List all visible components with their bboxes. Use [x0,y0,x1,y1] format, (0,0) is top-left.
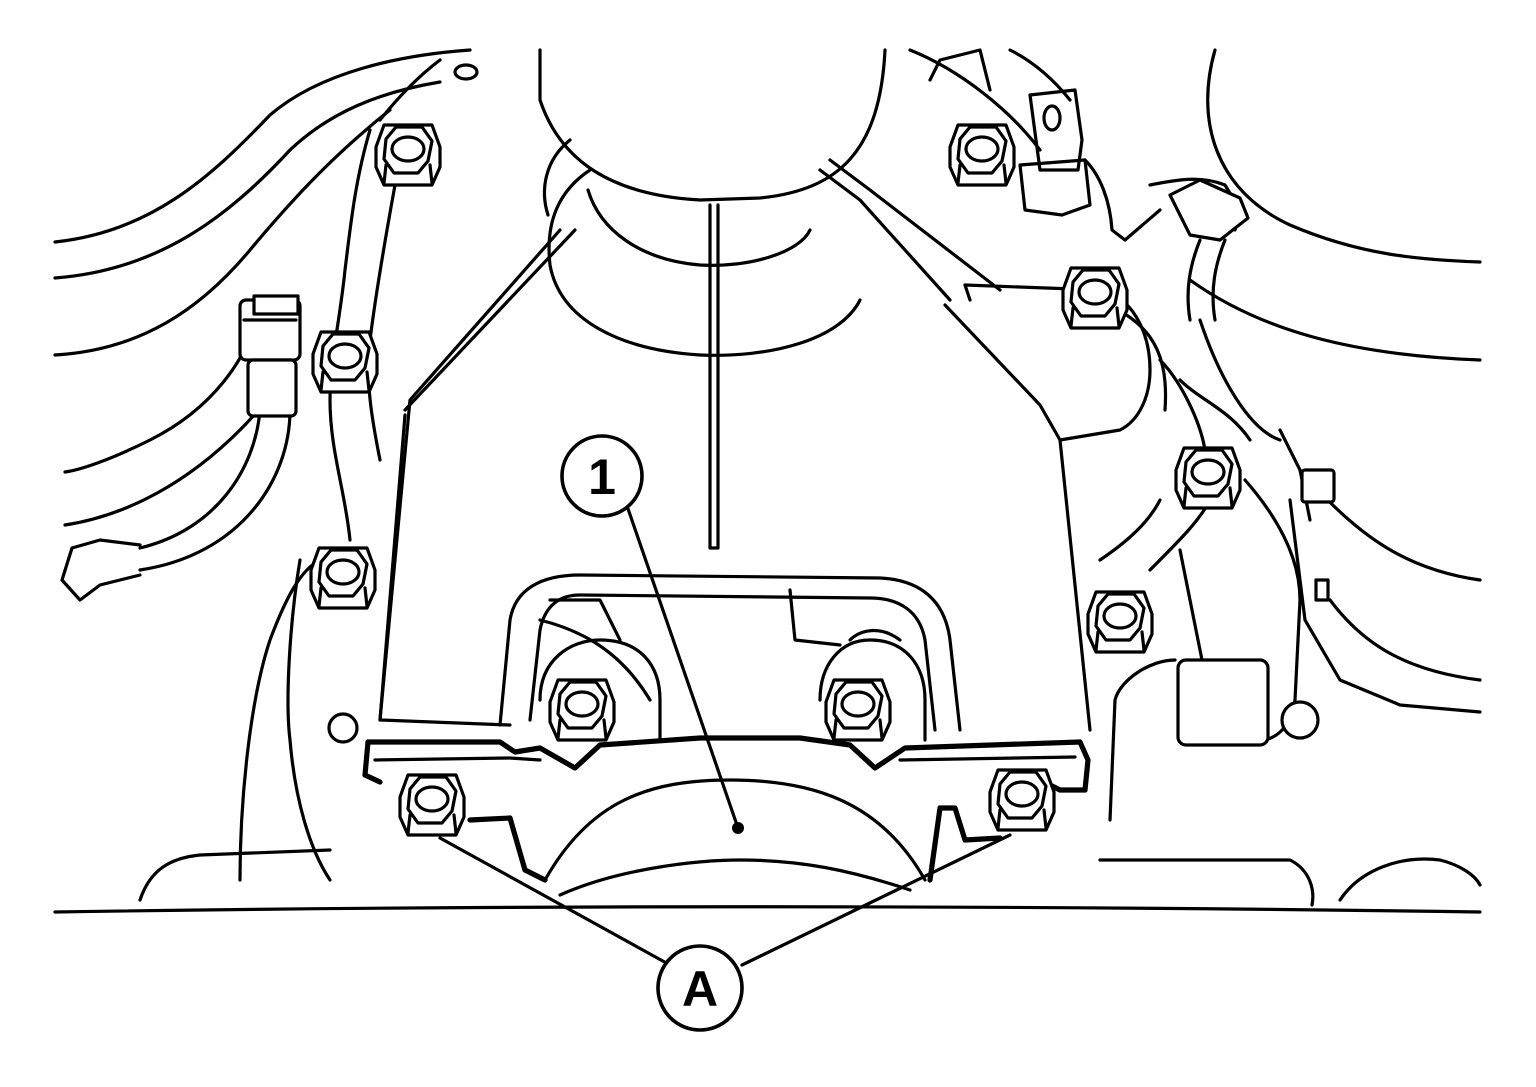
left-background-lines [53,48,479,527]
callout-1-label: 1 [588,449,616,505]
left-bracket [238,128,397,882]
callout-a: A [656,944,744,1032]
subframe [53,848,1482,914]
callout-a-label: A [682,961,718,1017]
center-housing [378,48,1002,722]
upper-right-bracket [1018,88,1250,322]
leader-lines [438,498,1012,967]
left-wire-harness [60,294,302,602]
perimeter-bolts [309,123,1242,654]
right-bracket [1098,318,1482,822]
mount-flange [362,735,1091,897]
window-bolts [538,638,927,742]
mount-body [378,283,1168,732]
callout-1: 1 [560,434,644,518]
